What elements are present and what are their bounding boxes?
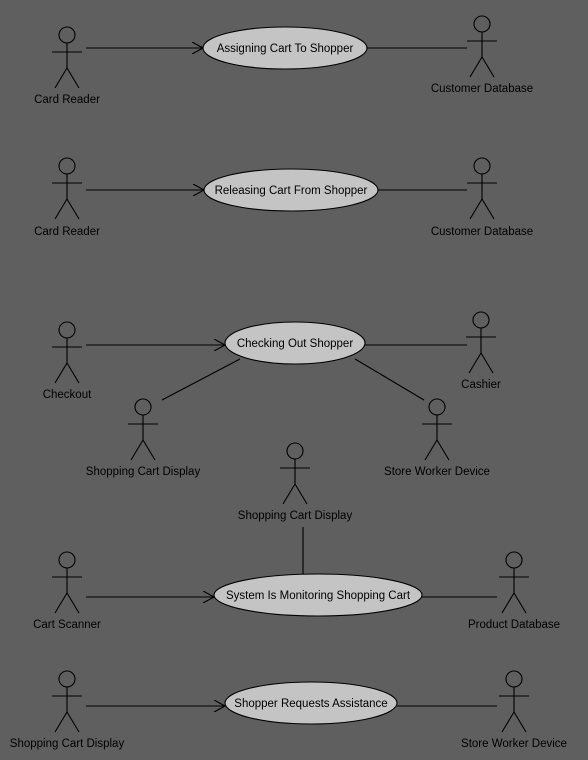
actor[interactable]: Customer Database	[431, 157, 533, 238]
actor-label: Customer Database	[431, 226, 533, 238]
stick-figure-icon	[467, 157, 497, 220]
actor[interactable]: Store Worker Device	[384, 398, 490, 478]
use-case-ellipse	[224, 321, 366, 365]
actor[interactable]: Shopping Cart Display	[86, 398, 201, 478]
associations	[86, 48, 497, 706]
stick-figure-icon	[280, 442, 310, 505]
actor-label: Store Worker Device	[461, 738, 567, 750]
actor-label: Cart Scanner	[33, 619, 101, 631]
stick-figure-icon	[499, 551, 529, 614]
actor[interactable]: Cart Scanner	[33, 551, 101, 631]
use-case[interactable]: Releasing Cart From Shopper	[203, 168, 379, 212]
actor-label: Product Database	[468, 619, 560, 631]
actor-label: Checkout	[43, 389, 92, 401]
actor-label: Cashier	[461, 379, 501, 391]
use-case-ellipse	[213, 573, 423, 617]
use-case-label: Shopper Requests Assistance	[234, 698, 387, 710]
stick-figure-icon	[128, 398, 158, 461]
actor-label: Shopping Cart Display	[10, 738, 125, 750]
actor-label: Card Reader	[34, 94, 100, 106]
use-case-ellipse	[203, 168, 379, 212]
actor[interactable]: Card Reader	[34, 26, 100, 106]
actor[interactable]: Store Worker Device	[461, 670, 567, 750]
use-case[interactable]: Checking Out Shopper	[224, 321, 366, 365]
use-case-ellipse	[224, 681, 398, 725]
use-case[interactable]: Assigning Cart To Shopper	[202, 26, 368, 70]
use-case-label: Checking Out Shopper	[237, 338, 354, 350]
stick-figure-icon	[52, 551, 82, 614]
use-case[interactable]: System Is Monitoring Shopping Cart	[213, 573, 423, 617]
actor[interactable]: Product Database	[468, 551, 560, 631]
stick-figure-icon	[52, 26, 82, 89]
actor-label: Shopping Cart Display	[238, 510, 353, 522]
actor-label: Store Worker Device	[384, 466, 490, 478]
association-line	[161, 358, 241, 401]
actor-label: Card Reader	[34, 226, 100, 238]
use-case-label: Releasing Cart From Shopper	[215, 185, 368, 197]
actor[interactable]: Shopping Cart Display	[238, 442, 353, 522]
use-case-label: System Is Monitoring Shopping Cart	[226, 590, 411, 602]
stick-figure-icon	[52, 670, 82, 733]
use-case-ellipse	[202, 26, 368, 70]
stick-figure-icon	[52, 321, 82, 384]
use-case-label: Assigning Cart To Shopper	[217, 43, 354, 55]
actor[interactable]: Checkout	[43, 321, 92, 401]
association-line	[354, 358, 425, 401]
actor-label: Shopping Cart Display	[86, 466, 201, 478]
actor[interactable]: Card Reader	[34, 157, 100, 238]
stick-figure-icon	[466, 311, 496, 374]
stick-figure-icon	[422, 398, 452, 461]
stick-figure-icon	[52, 157, 82, 220]
stick-figure-icon	[467, 15, 497, 78]
actor[interactable]: Shopping Cart Display	[10, 670, 125, 750]
use-case[interactable]: Shopper Requests Assistance	[224, 681, 398, 725]
actor-label: Customer Database	[431, 83, 533, 95]
actor[interactable]: Customer Database	[431, 15, 533, 95]
stick-figure-icon	[499, 670, 529, 733]
actor[interactable]: Cashier	[461, 311, 501, 391]
